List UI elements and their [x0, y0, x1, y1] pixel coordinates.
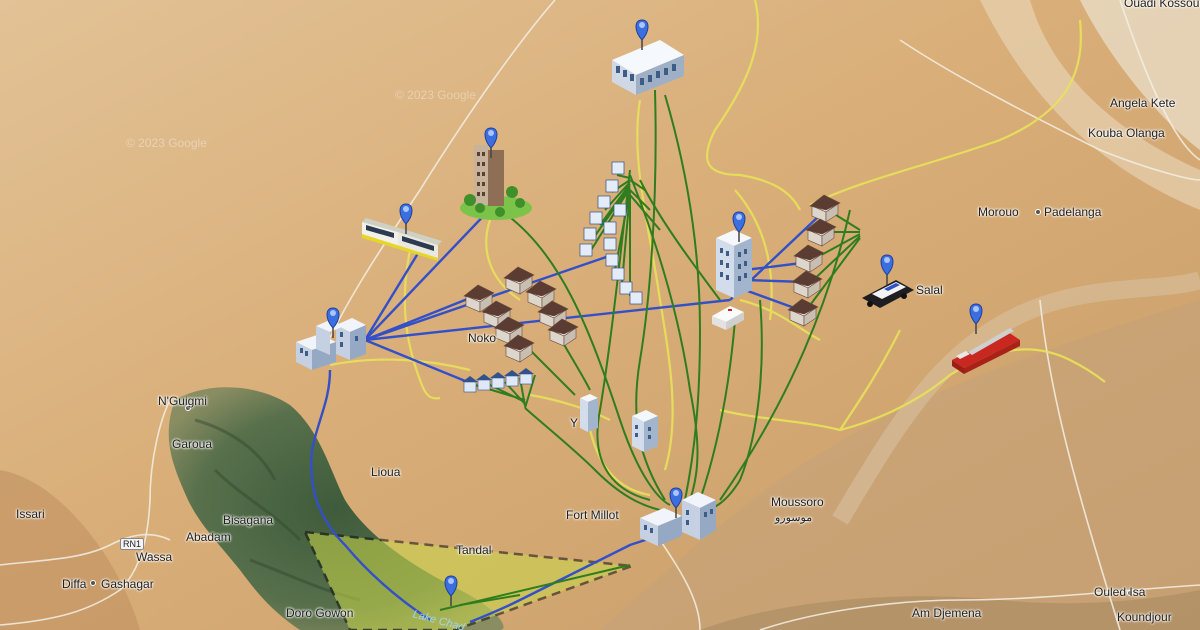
place-label: N'Guigmi: [158, 394, 207, 408]
place-label: Tandal: [456, 543, 492, 557]
residential-tower-icon[interactable]: [716, 230, 752, 298]
place-label: Noko: [468, 331, 497, 345]
place-label: Bisagana: [223, 513, 274, 527]
map-pin-icon[interactable]: [399, 203, 413, 234]
place-label: Koundjour: [1117, 610, 1172, 624]
ambulance-icon[interactable]: [712, 306, 744, 330]
place-label: Y: [570, 416, 579, 430]
place-label: Salal: [916, 283, 943, 297]
place-label: Moussoro: [771, 495, 824, 509]
map-pin-icon[interactable]: [444, 575, 458, 606]
small-houses-row-icon[interactable]: [462, 368, 534, 393]
map-watermark: © 2023 Google: [395, 88, 476, 102]
map-pin-icon[interactable]: [669, 487, 683, 518]
hospital-bottom-icon[interactable]: [640, 492, 716, 546]
houses-cluster-icon[interactable]: [463, 266, 579, 363]
place-label: Issari: [16, 507, 45, 521]
place-label: Lioua: [371, 465, 401, 479]
small-office-2-icon[interactable]: [632, 410, 658, 452]
terrain-dune-band: [1080, 0, 1200, 150]
place-label: Wassa: [136, 550, 173, 564]
place-label: Angela Kete: [1110, 96, 1176, 110]
yellow-roads: [329, 0, 1106, 497]
terrain-dark-band: [600, 300, 1200, 630]
place-label: Padelanga: [1044, 205, 1102, 219]
police-car-icon[interactable]: [862, 280, 914, 308]
terrain-south-east: [700, 590, 1200, 630]
map-pin-icon[interactable]: [732, 211, 746, 242]
map-watermark: © 2023 Google: [126, 136, 207, 150]
place-label: Morouo: [978, 205, 1019, 219]
place-label: Diffa: [62, 577, 87, 591]
office-tower-icon[interactable]: [460, 145, 532, 220]
place-label: Am Djemena: [912, 606, 982, 620]
fire-truck-icon[interactable]: [952, 328, 1020, 374]
place-label: Kouba Olanga: [1088, 126, 1165, 140]
place-label: Abadam: [186, 530, 231, 544]
highlighted-zone[interactable]: [302, 530, 633, 630]
headquarters-building-icon[interactable]: [612, 40, 684, 95]
terrain-ridge: [832, 271, 1200, 525]
houses-right-icon[interactable]: [787, 194, 841, 327]
road-badge: RN1: [120, 538, 145, 550]
small-office-icon[interactable]: [580, 394, 598, 432]
bus-icon[interactable]: [362, 218, 442, 261]
map-pin-icon[interactable]: [880, 254, 894, 285]
map-pin-icon[interactable]: [635, 19, 649, 50]
map-pin-icon[interactable]: [969, 303, 983, 334]
map-pin-icon[interactable]: [484, 127, 498, 158]
place-label: موسورو: [775, 512, 813, 524]
place-label: Doro Gowon: [286, 606, 354, 620]
terrain-dune-band-2: [980, 0, 1200, 210]
place-label: Garoua: [172, 437, 213, 451]
place-label: Ouled Isa: [1094, 585, 1146, 599]
map-pin-icon[interactable]: [326, 307, 340, 338]
apartment-blocks-icon[interactable]: [579, 161, 643, 305]
pin-markers: [326, 19, 983, 606]
place-label: Ouadi Kossouri: [1124, 0, 1200, 10]
terrain-south: [0, 470, 140, 630]
place-label: Fort Millot: [566, 508, 619, 522]
city-dots: [90, 209, 1133, 596]
place-label: Gashagar: [101, 577, 154, 591]
